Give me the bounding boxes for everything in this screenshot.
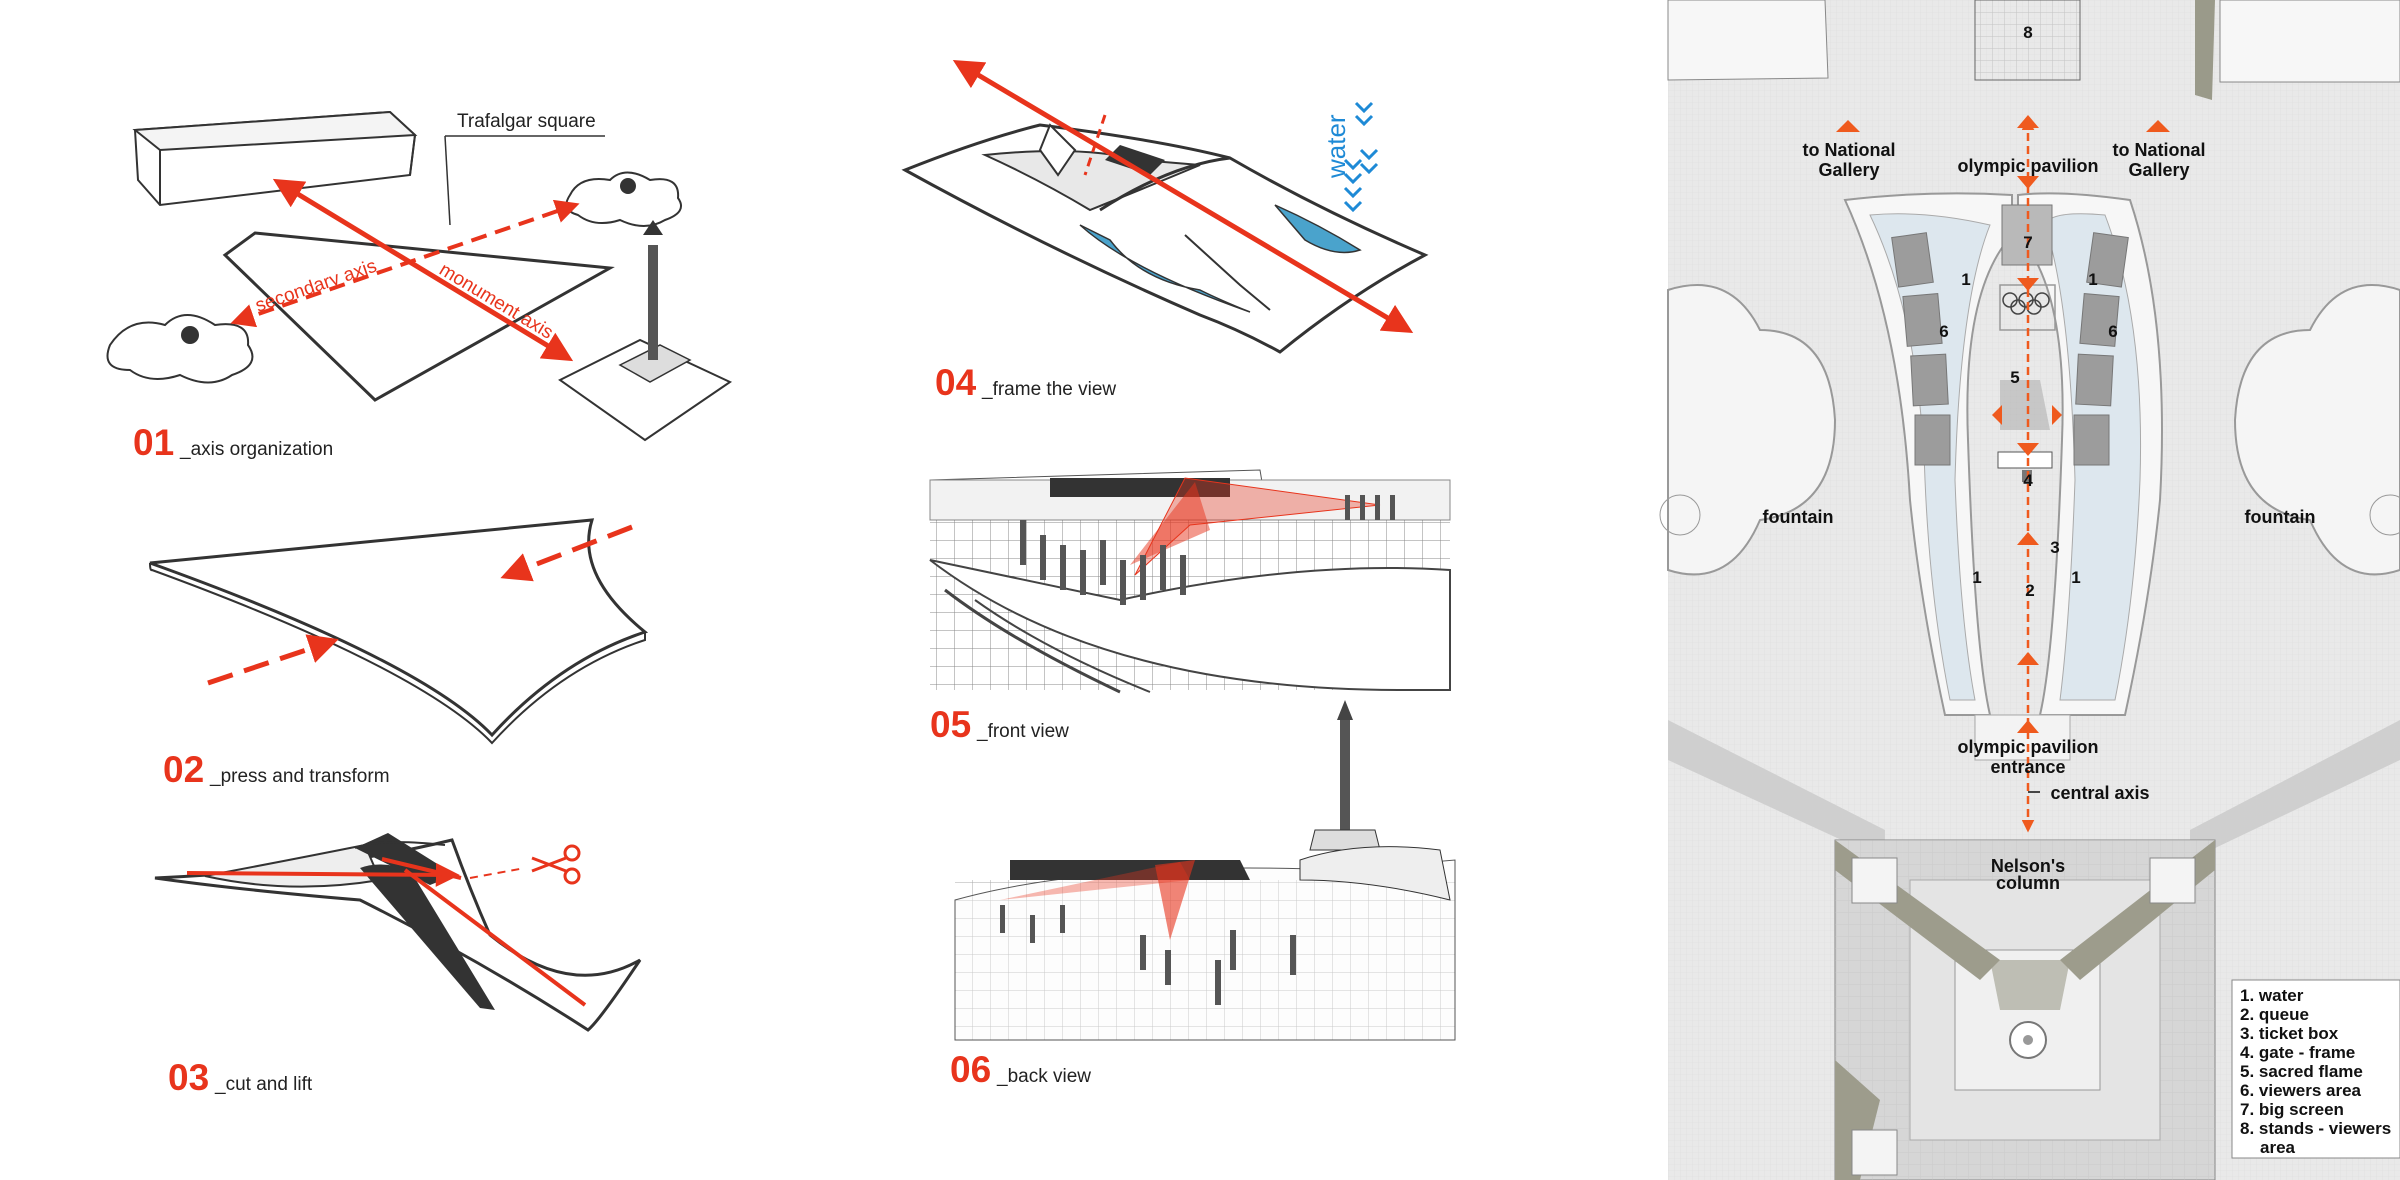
plan-number-1-tr: 1: [2088, 270, 2097, 289]
plan-number-4: 4: [2023, 471, 2033, 490]
legend-item-1: 1. water: [2240, 986, 2304, 1005]
fountain-left-label: fountain: [1763, 507, 1834, 527]
legend-item-7: 7. big screen: [2240, 1100, 2344, 1119]
legend-item-4: 4. gate - frame: [2240, 1043, 2355, 1062]
plan-legend: 1. water 2. queue 3. ticket box 4. gate …: [2231, 979, 2400, 1159]
to-gallery-left-line2: Gallery: [1818, 160, 1879, 180]
site-plan: 8 fountain fountain: [1659, 0, 2400, 1180]
entrance-label-line1: olympic pavilion: [1957, 737, 2098, 757]
step-02-label: _press and transform: [209, 766, 390, 787]
plan-arrow-markers: [1836, 115, 2170, 733]
nelson-column-line1: Nelson's: [1991, 856, 2065, 876]
step-03-number: 03: [168, 1057, 209, 1098]
plan-number-8: 8: [2023, 23, 2032, 42]
legend-item-2: 2. queue: [2240, 1005, 2309, 1024]
step-05-label: _front view: [976, 721, 1069, 742]
legend-item-8-cont: area: [2260, 1138, 2296, 1157]
legend-item-8: 8. stands - viewers: [2240, 1119, 2391, 1138]
plan-number-7: 7: [2023, 233, 2032, 252]
trafalgar-square-label: Trafalgar square: [457, 111, 596, 132]
step-04-frame-the-view: water 04 _frame the view: [901, 59, 1429, 403]
step-05-number: 05: [930, 704, 971, 745]
step-05-front-view: 05 _front view: [929, 469, 1451, 745]
legend-item-6: 6. viewers area: [2240, 1081, 2362, 1100]
step-01-axis-organization: Trafalgar square secondary axis monument…: [106, 110, 733, 463]
to-gallery-right-line1: to National: [2113, 140, 2206, 160]
step-04-label: _frame the view: [981, 379, 1116, 400]
step-02-press-and-transform: 02 _press and transform: [149, 518, 649, 790]
legend-item-3: 3. ticket box: [2240, 1024, 2339, 1043]
step-02-number: 02: [163, 749, 204, 790]
step-06-number: 06: [950, 1049, 991, 1090]
fountain-right-label: fountain: [2245, 507, 2316, 527]
step-04-number: 04: [935, 362, 977, 403]
plan-number-5: 5: [2010, 368, 2019, 387]
step-06-back-view: 06 _back view: [950, 700, 1456, 1090]
entrance-label-line2: entrance: [1990, 757, 2065, 777]
to-gallery-left-line1: to National: [1803, 140, 1896, 160]
water-flow-chevrons: [1343, 101, 1379, 213]
step-03-label: _cut and lift: [214, 1074, 313, 1095]
step-01-label: _axis organization: [179, 439, 333, 460]
nelson-column-line2: column: [1996, 873, 2060, 893]
scissors-icon: [531, 844, 581, 885]
plan-number-1-tl: 1: [1961, 270, 1970, 289]
plan-number-3: 3: [2050, 538, 2059, 557]
olympic-pavilion-label: olympic pavilion: [1957, 156, 2098, 176]
central-axis-label: central axis: [2050, 783, 2149, 803]
to-gallery-right-line2: Gallery: [2128, 160, 2189, 180]
plan-number-1-br: 1: [2071, 568, 2080, 587]
step-03-cut-and-lift: 03 _cut and lift: [154, 833, 642, 1098]
plan-number-1-bl: 1: [1972, 568, 1981, 587]
legend-item-5: 5. sacred flame: [2240, 1062, 2363, 1081]
step-01-number: 01: [133, 422, 174, 463]
plan-number-2: 2: [2025, 581, 2034, 600]
water-label: water: [1321, 114, 1351, 179]
plan-number-6-left: 6: [1939, 322, 1948, 341]
step-06-label: _back view: [996, 1066, 1091, 1087]
plan-number-6-right: 6: [2108, 322, 2117, 341]
